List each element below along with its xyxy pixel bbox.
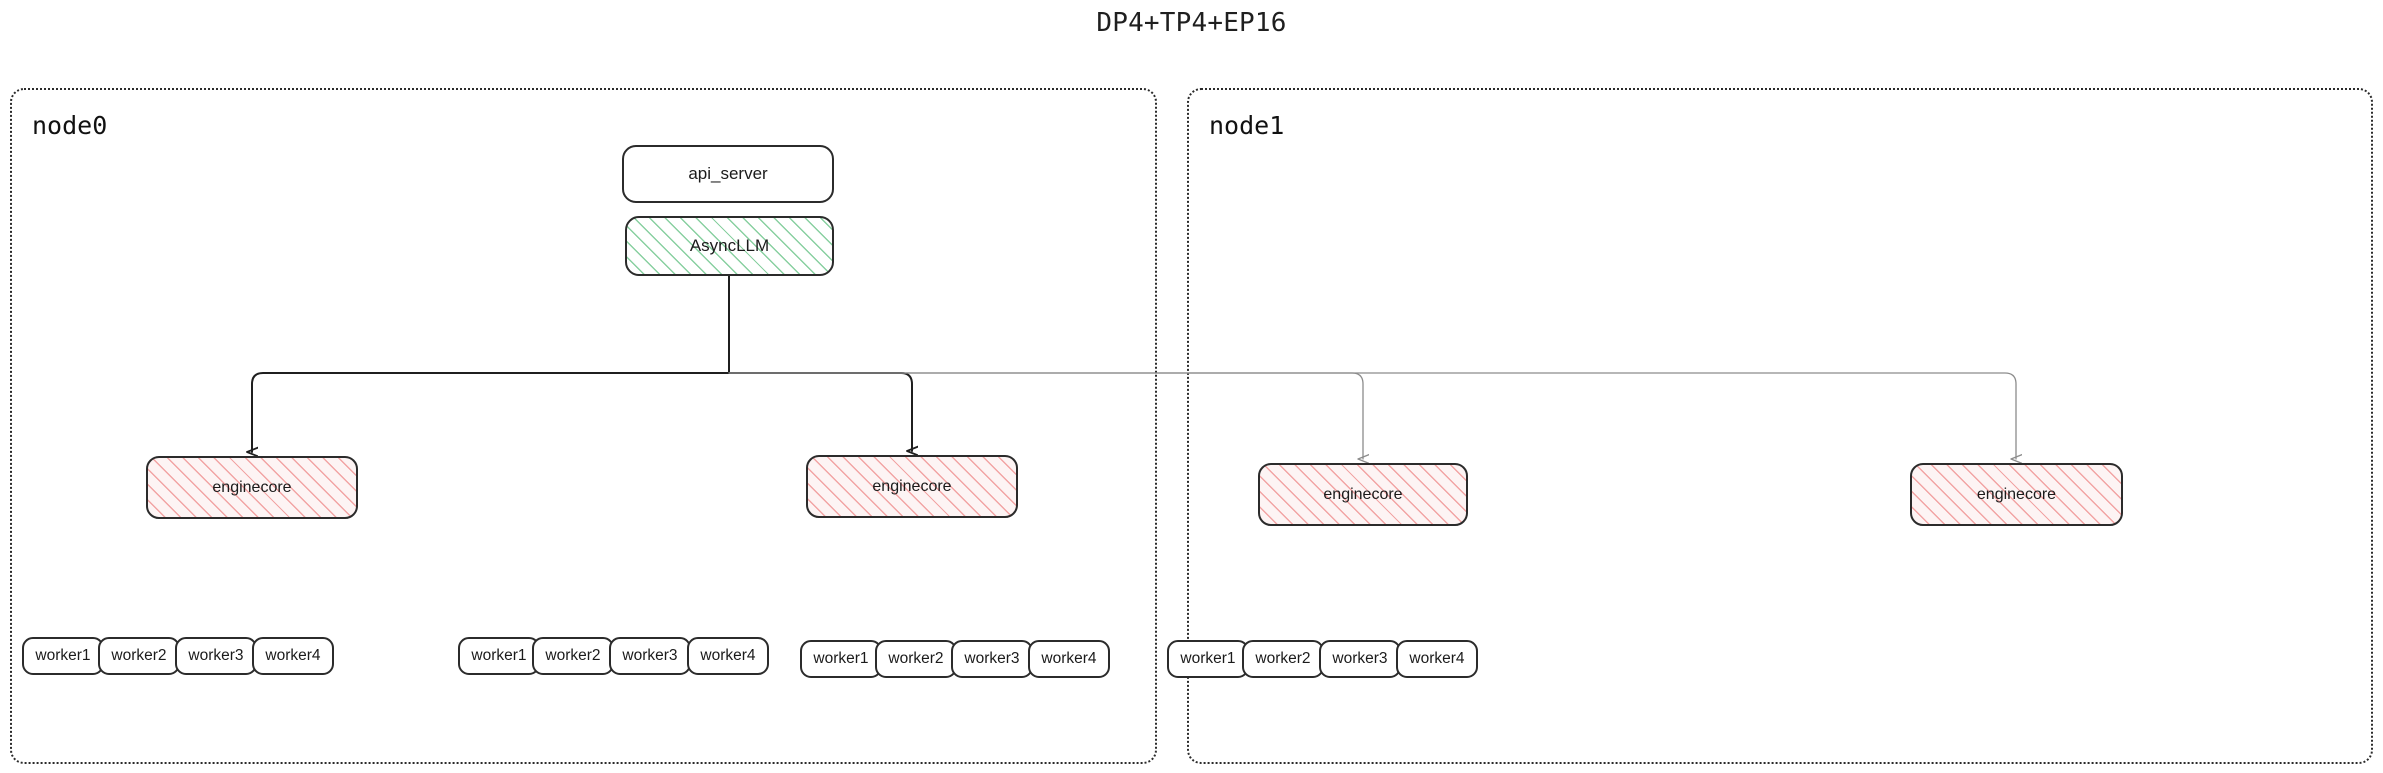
- worker-box-0-3[interactable]: worker4: [252, 637, 334, 675]
- worker-box-1-1[interactable]: worker2: [532, 637, 614, 675]
- node-cluster-node1-label: node1: [1209, 111, 1285, 140]
- async-llm-box[interactable]: AsyncLLM: [625, 216, 834, 276]
- enginecore-box-0-label: enginecore: [212, 478, 292, 496]
- worker-box-0-0-label: worker1: [35, 647, 91, 664]
- worker-box-3-2[interactable]: worker3: [1319, 640, 1401, 678]
- enginecore-box-2[interactable]: enginecore: [1258, 463, 1468, 526]
- worker-box-0-2-label: worker3: [188, 647, 244, 664]
- worker-box-1-0[interactable]: worker1: [458, 637, 540, 675]
- worker-box-2-0[interactable]: worker1: [800, 640, 882, 678]
- worker-box-3-0-label: worker1: [1180, 650, 1236, 667]
- worker-box-3-3-label: worker4: [1409, 650, 1465, 667]
- worker-box-0-3-label: worker4: [265, 647, 321, 664]
- worker-box-2-3[interactable]: worker4: [1028, 640, 1110, 678]
- async-llm-box-label: AsyncLLM: [689, 236, 770, 255]
- enginecore-box-2-label: enginecore: [1323, 485, 1403, 503]
- worker-box-2-1[interactable]: worker2: [875, 640, 957, 678]
- worker-box-3-3[interactable]: worker4: [1396, 640, 1478, 678]
- worker-box-0-1-label: worker2: [111, 647, 167, 664]
- worker-box-2-1-label: worker2: [888, 650, 944, 667]
- api-server-box[interactable]: api_server: [622, 145, 834, 203]
- worker-box-3-1-label: worker2: [1255, 650, 1311, 667]
- worker-box-0-0[interactable]: worker1: [22, 637, 104, 675]
- worker-box-3-0[interactable]: worker1: [1167, 640, 1249, 678]
- enginecore-box-3[interactable]: enginecore: [1910, 463, 2123, 526]
- enginecore-box-0[interactable]: enginecore: [146, 456, 358, 519]
- worker-box-2-2-label: worker3: [964, 650, 1020, 667]
- worker-box-0-1[interactable]: worker2: [98, 637, 180, 675]
- enginecore-box-1-label: enginecore: [872, 477, 952, 495]
- enginecore-box-1[interactable]: enginecore: [806, 455, 1018, 518]
- worker-box-1-3[interactable]: worker4: [687, 637, 769, 675]
- enginecore-box-3-label: enginecore: [1976, 485, 2057, 503]
- worker-box-2-2[interactable]: worker3: [951, 640, 1033, 678]
- api-server-box-label: api_server: [688, 164, 768, 183]
- worker-box-3-1[interactable]: worker2: [1242, 640, 1324, 678]
- worker-box-0-2[interactable]: worker3: [175, 637, 257, 675]
- worker-box-1-2[interactable]: worker3: [609, 637, 691, 675]
- node-cluster-node0-label: node0: [32, 111, 108, 140]
- worker-box-3-2-label: worker3: [1332, 650, 1388, 667]
- worker-box-1-1-label: worker2: [545, 647, 601, 664]
- page-title: DP4+TP4+EP16: [1096, 8, 1287, 38]
- worker-box-2-3-label: worker4: [1041, 650, 1097, 667]
- worker-box-2-0-label: worker1: [813, 650, 869, 667]
- worker-box-1-2-label: worker3: [622, 647, 678, 664]
- worker-box-1-3-label: worker4: [700, 647, 756, 664]
- worker-box-1-0-label: worker1: [471, 647, 527, 664]
